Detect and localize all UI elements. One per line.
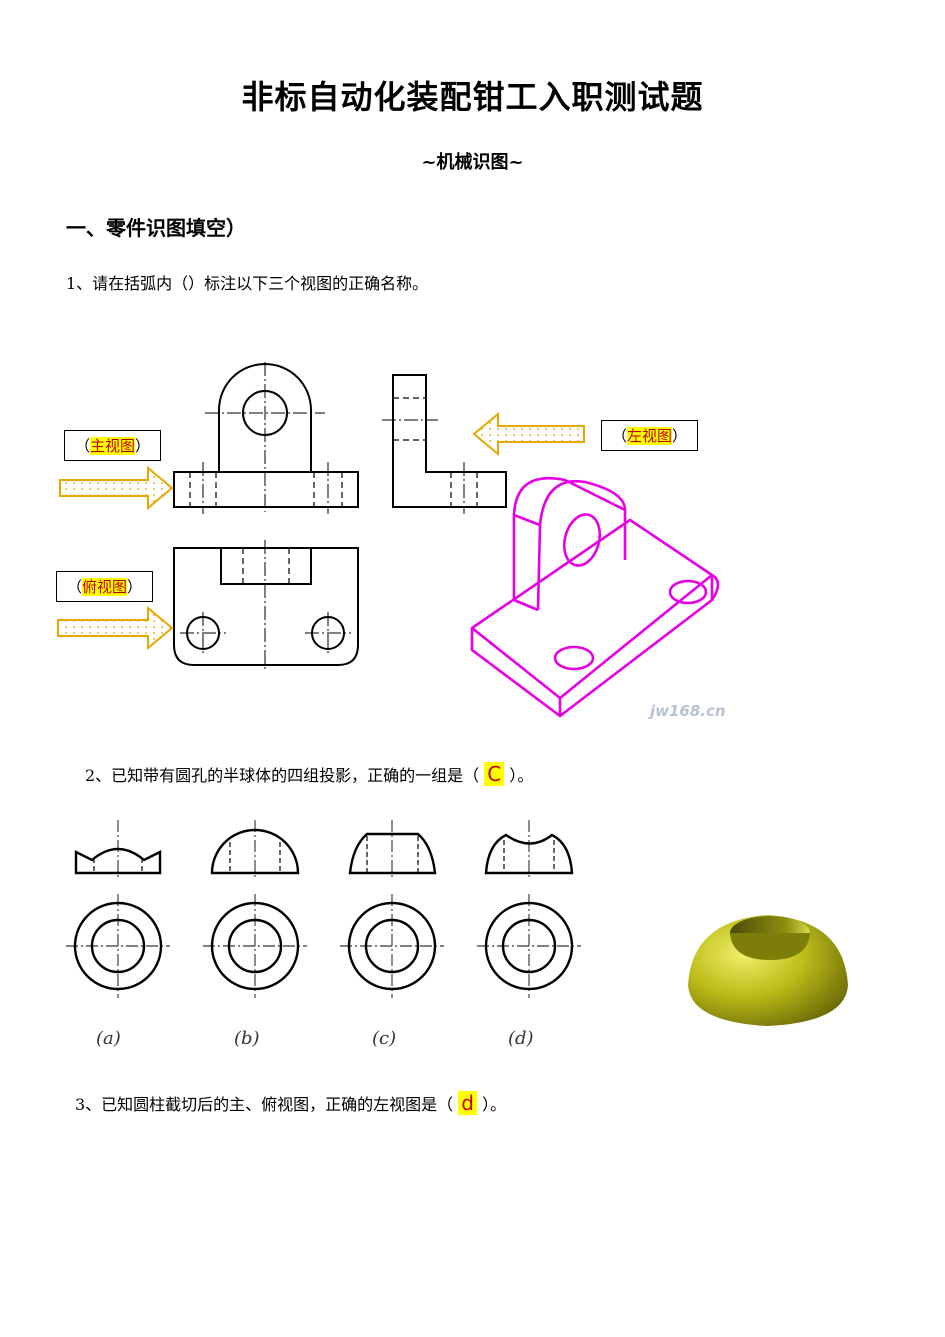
arrow-left bbox=[472, 411, 585, 457]
label-top-view[interactable]: （俯视图） bbox=[56, 571, 154, 602]
page-subtitle: ~机械识图~ bbox=[421, 152, 524, 173]
section-heading: 一、零件识图填空） bbox=[66, 216, 246, 240]
watermark: jw168.cn bbox=[648, 702, 726, 720]
answer-top-view: 俯视图 bbox=[82, 578, 128, 596]
label-front-view[interactable]: （主视图） bbox=[64, 430, 162, 461]
hemisphere-3d-image bbox=[688, 915, 848, 1026]
hemisphere-options bbox=[66, 820, 848, 1026]
question-1: 1、请在括弧内（）标注以下三个视图的正确名称。 bbox=[66, 274, 429, 293]
option-label-c: (c) bbox=[372, 1028, 397, 1049]
option-label-d: (d) bbox=[508, 1028, 534, 1049]
option-label-a: (a) bbox=[96, 1028, 121, 1049]
question-2: 2、已知带有圆孔的半球体的四组投影，正确的一组是（ C ）。 bbox=[85, 762, 534, 786]
arrow-front bbox=[59, 465, 174, 511]
answer-left-view: 左视图 bbox=[627, 427, 673, 445]
option-label-b: (b) bbox=[234, 1028, 260, 1049]
page-title: 非标自动化装配钳工入职测试题 bbox=[241, 78, 704, 116]
three-view-drawing: jw168.cn bbox=[57, 362, 726, 720]
answer-q2: C bbox=[484, 762, 505, 786]
arrow-top bbox=[57, 605, 174, 651]
answer-front-view: 主视图 bbox=[90, 437, 136, 455]
answer-q3: d bbox=[458, 1091, 477, 1115]
question-3: 3、已知圆柱截切后的主、俯视图，正确的左视图是（ d ）。 bbox=[75, 1091, 507, 1115]
label-left-view[interactable]: （左视图） bbox=[601, 420, 699, 451]
